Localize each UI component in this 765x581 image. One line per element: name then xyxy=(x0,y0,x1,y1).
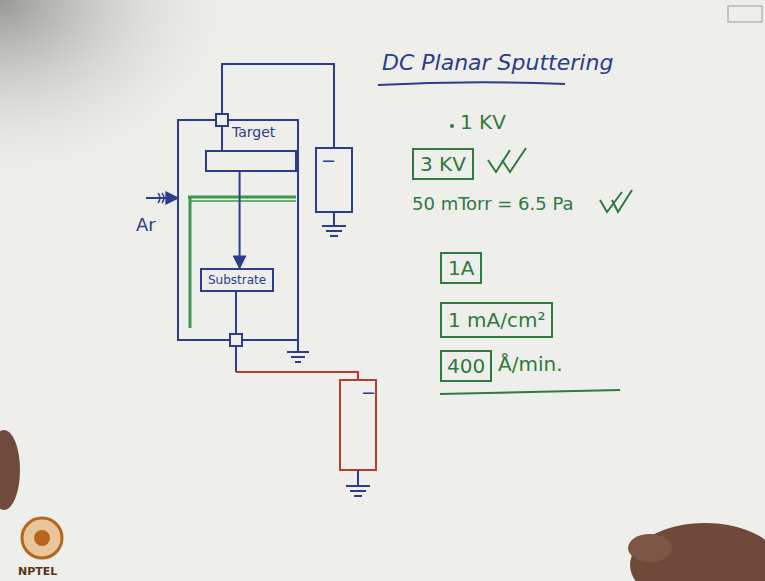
feedthrough xyxy=(216,114,228,126)
node-text: 3 KV xyxy=(420,152,466,176)
gas-inlet-arrow xyxy=(146,197,178,199)
value-note: 50 mTorr = 6.5 Pa xyxy=(412,193,574,214)
substrate-box: Substrate xyxy=(200,268,274,292)
value-box: 1 mA/cm² xyxy=(440,302,553,338)
underline xyxy=(440,390,620,394)
label-holder: − xyxy=(321,150,336,171)
heading-holder: Target xyxy=(232,124,275,140)
wire xyxy=(222,64,334,148)
check-mark xyxy=(488,148,526,172)
ground-symbol xyxy=(346,470,370,496)
value-box: 3 KV xyxy=(412,148,474,180)
node-text: 1A xyxy=(448,256,474,280)
value-box: 400 xyxy=(440,350,492,382)
ground-symbol xyxy=(287,340,309,362)
target-rod xyxy=(221,126,223,150)
unit-label: Å/min. xyxy=(498,352,563,376)
watermark: NPTEL xyxy=(18,565,57,578)
hand xyxy=(628,534,672,562)
wire xyxy=(235,346,237,372)
part-label: Target xyxy=(232,124,275,140)
gas-inlet-mark xyxy=(158,193,164,203)
label-holder: Ar xyxy=(136,214,156,235)
label-holder: Å/min. xyxy=(498,352,563,376)
substrate-holder xyxy=(190,200,296,202)
node-text: 400 xyxy=(447,354,485,378)
flux-arrow xyxy=(239,172,241,268)
title-underline xyxy=(378,82,565,85)
power-supply xyxy=(316,148,352,212)
label-holder: 50 mTorr = 6.5 Pa xyxy=(412,193,574,214)
feedthrough xyxy=(230,334,242,346)
polarity-sign: − xyxy=(361,382,376,403)
bullet-dot xyxy=(450,124,454,128)
power-supply xyxy=(340,380,376,470)
stamp xyxy=(728,6,762,22)
label-holder: NPTEL xyxy=(18,560,57,579)
label-holder: 1 KV xyxy=(460,110,506,134)
substrate-holder xyxy=(189,197,192,328)
title-holder: DC Planar Sputtering xyxy=(382,50,613,75)
nptel-logo xyxy=(34,530,50,546)
wire xyxy=(236,372,358,380)
polarity-sign: − xyxy=(321,150,336,171)
value-note: 1 KV xyxy=(460,110,506,134)
substrate-holder xyxy=(188,196,296,199)
vacuum-chamber xyxy=(178,120,298,340)
node-text: Substrate xyxy=(208,271,266,289)
nptel-logo xyxy=(22,518,62,558)
hand xyxy=(0,430,20,510)
title: DC Planar Sputtering xyxy=(382,50,613,75)
value-box: 1A xyxy=(440,252,482,284)
check-mark xyxy=(600,190,632,212)
node-text: 1 mA/cm² xyxy=(448,307,545,333)
label-holder: − xyxy=(361,382,376,403)
substrate-rod xyxy=(235,292,237,334)
target-plate: Target xyxy=(205,150,297,172)
gas-label: Ar xyxy=(136,214,156,235)
ground-symbol xyxy=(322,212,346,236)
